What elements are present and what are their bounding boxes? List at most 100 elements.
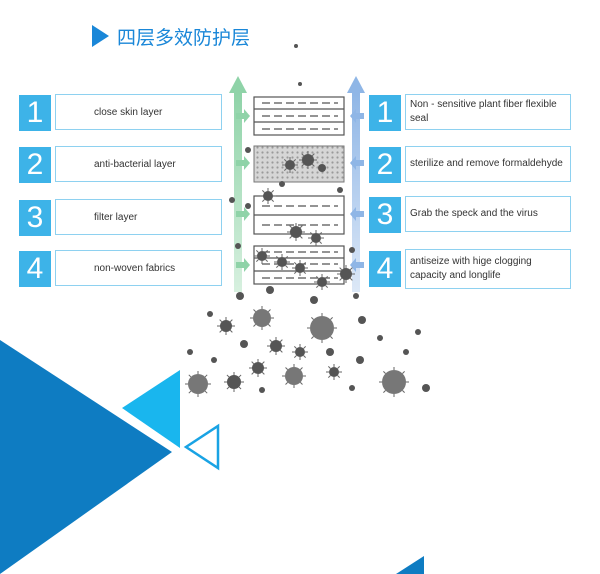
virus-particle xyxy=(358,316,366,324)
virus-spike xyxy=(238,386,242,390)
virus-spike xyxy=(279,349,283,353)
virus-spike xyxy=(383,371,386,374)
virus-spike xyxy=(402,390,405,393)
virus-particle xyxy=(235,243,241,249)
layer-number: 1 xyxy=(369,95,401,131)
layer-label: close skin layer xyxy=(55,94,222,130)
virus-spike xyxy=(265,249,269,253)
virus-spike xyxy=(339,277,343,281)
virus-spike xyxy=(188,374,192,378)
virus-spike xyxy=(251,371,255,375)
virus-spike xyxy=(229,329,233,333)
title-row: 四层多效防护层 xyxy=(92,22,250,50)
virus-spike xyxy=(238,374,242,378)
virus-particle xyxy=(326,348,334,356)
virus-particle xyxy=(294,44,298,48)
virus-particle xyxy=(318,164,326,172)
upward-arrow-blue xyxy=(347,76,365,292)
virus-spike xyxy=(319,241,323,245)
virus-particles xyxy=(185,44,430,397)
virus-spike xyxy=(303,271,307,275)
virus-particle xyxy=(211,357,217,363)
virus-spike xyxy=(255,259,259,263)
virus-spike xyxy=(330,317,333,320)
virus-spike xyxy=(293,271,297,275)
virus-spike xyxy=(204,374,208,378)
virus-spike xyxy=(188,390,192,394)
virus-particle xyxy=(349,385,355,391)
right-layer-1: 1 Non - sensitive plant fiber flexible s… xyxy=(369,93,571,133)
virus-particle xyxy=(340,268,352,280)
virus-spike xyxy=(271,189,275,193)
virus-spike xyxy=(402,371,405,374)
virus-spike xyxy=(309,241,313,245)
virus-particle xyxy=(298,82,302,86)
virus-spike xyxy=(285,255,289,259)
virus-particle xyxy=(227,375,241,389)
virus-spike xyxy=(300,382,303,385)
virus-spike xyxy=(261,371,265,375)
virus-spike xyxy=(253,324,256,327)
layer-number: 1 xyxy=(19,95,51,131)
virus-particle xyxy=(329,367,339,377)
virus-spike xyxy=(226,374,230,378)
upward-arrow-green xyxy=(229,76,247,292)
virus-spike xyxy=(301,163,305,167)
virus-spike xyxy=(261,189,265,193)
virus-spike xyxy=(303,261,307,265)
virus-spike xyxy=(226,386,230,390)
virus-spike xyxy=(325,285,329,289)
virus-particle xyxy=(245,147,251,153)
layer-label: non-woven fabrics xyxy=(55,250,222,286)
virus-spike xyxy=(255,249,259,253)
virus-particle xyxy=(285,160,295,170)
virus-particle xyxy=(285,367,303,385)
left-layer-1: 1 close skin layer xyxy=(19,93,222,133)
virus-particle xyxy=(382,370,406,394)
left-layer-3: 3 filter layer xyxy=(19,198,222,238)
virus-particle xyxy=(349,247,355,253)
virus-spike xyxy=(268,324,271,327)
virus-spike xyxy=(269,349,273,353)
virus-spike xyxy=(300,367,303,370)
layer-number: 3 xyxy=(19,200,51,236)
layer-label: Non - sensitive plant fiber flexible sea… xyxy=(405,94,571,130)
virus-particle xyxy=(356,356,364,364)
virus-spike xyxy=(261,199,265,203)
filter-layer-1 xyxy=(253,96,345,136)
virus-spike xyxy=(303,345,307,349)
virus-spike xyxy=(315,285,319,289)
virus-particle xyxy=(311,233,321,243)
virus-spike xyxy=(229,319,233,323)
layer-label: anti-bacterial layer xyxy=(55,146,222,182)
virus-particle xyxy=(229,197,235,203)
virus-particle xyxy=(279,181,285,187)
virus-spike xyxy=(283,158,287,162)
virus-particle xyxy=(240,340,248,348)
virus-spike xyxy=(327,365,331,369)
virus-particle xyxy=(207,311,213,317)
virus-particle xyxy=(270,340,282,352)
virus-particle xyxy=(277,257,287,267)
left-layer-2: 2 anti-bacterial layer xyxy=(19,145,222,185)
virus-particle xyxy=(337,187,343,193)
virus-particle xyxy=(236,292,244,300)
virus-spike xyxy=(299,225,303,229)
left-layer-4: 4 non-woven fabrics xyxy=(19,249,222,289)
virus-spike xyxy=(219,319,223,323)
title-arrow-icon xyxy=(92,25,109,47)
virus-spike xyxy=(349,277,353,281)
virus-particle xyxy=(422,384,430,392)
virus-spike xyxy=(311,317,314,320)
virus-particle xyxy=(263,191,273,201)
virus-spike xyxy=(293,168,297,172)
virus-spike xyxy=(285,265,289,269)
virus-spike xyxy=(285,382,288,385)
layer-label: sterilize and remove formaldehyde xyxy=(405,146,571,182)
virus-spike xyxy=(293,345,297,349)
virus-particle xyxy=(415,329,421,335)
virus-spike xyxy=(337,365,341,369)
virus-spike xyxy=(315,275,319,279)
virus-spike xyxy=(309,231,313,235)
virus-spike xyxy=(327,375,331,379)
